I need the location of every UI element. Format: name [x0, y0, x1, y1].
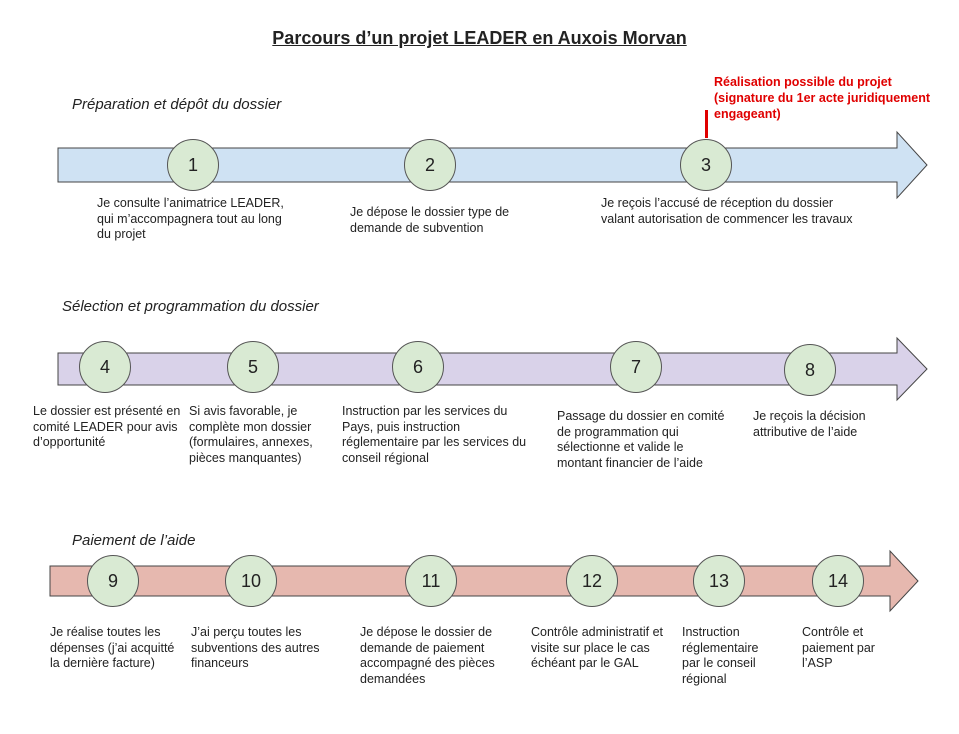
step-circle-5: 5: [227, 341, 279, 393]
step-circle-9: 9: [87, 555, 139, 607]
step-desc-11: Je dépose le dossier de demande de paiem…: [360, 625, 495, 686]
step-desc-12: Contrôle administratif et visite sur pla…: [531, 625, 664, 670]
milestone-note: Réalisation possible du projet (signatur…: [714, 75, 931, 121]
step-desc-6: Instruction par les services du Pays, pu…: [342, 404, 527, 465]
step-desc-8: Je reçois la décision attributive de l’a…: [753, 409, 866, 439]
step-desc-10: J’ai perçu toutes les subventions des au…: [191, 625, 320, 670]
milestone-marker: [705, 110, 708, 138]
diagram-title: Parcours d’un projet LEADER en Auxois Mo…: [272, 28, 687, 48]
step-circle-3: 3: [680, 139, 732, 191]
step-circle-6: 6: [392, 341, 444, 393]
step-circle-10: 10: [225, 555, 277, 607]
step-desc-9: Je réalise toutes les dépenses (j’ai acq…: [50, 625, 175, 670]
step-circle-8: 8: [784, 344, 836, 396]
step-circle-13: 13: [693, 555, 745, 607]
section-label-selection: Sélection et programmation du dossier: [62, 298, 319, 315]
step-circle-1: 1: [167, 139, 219, 191]
section-label-paiement: Paiement de l’aide: [72, 532, 196, 549]
step-circle-2: 2: [404, 139, 456, 191]
step-desc-2: Je dépose le dossier type de demande de …: [350, 205, 510, 235]
step-desc-5: Si avis favorable, je complète mon dossi…: [189, 404, 313, 465]
step-circle-11: 11: [405, 555, 457, 607]
step-desc-3: Je reçois l’accusé de réception du dossi…: [601, 196, 853, 226]
step-desc-1: Je consulte l’animatrice LEADER, qui m’a…: [97, 196, 284, 241]
step-circle-12: 12: [566, 555, 618, 607]
step-circle-14: 14: [812, 555, 864, 607]
step-desc-14: Contrôle et paiement par l’ASP: [802, 625, 875, 670]
step-desc-4: Le dossier est présenté en comité LEADER…: [33, 404, 181, 449]
arrow-paiement: [49, 549, 919, 613]
section-label-preparation: Préparation et dépôt du dossier: [72, 96, 282, 113]
step-circle-7: 7: [610, 341, 662, 393]
step-desc-13: Instruction réglementaire par le conseil…: [682, 625, 759, 686]
step-circle-4: 4: [79, 341, 131, 393]
step-desc-7: Passage du dossier en comité de programm…: [557, 409, 725, 470]
